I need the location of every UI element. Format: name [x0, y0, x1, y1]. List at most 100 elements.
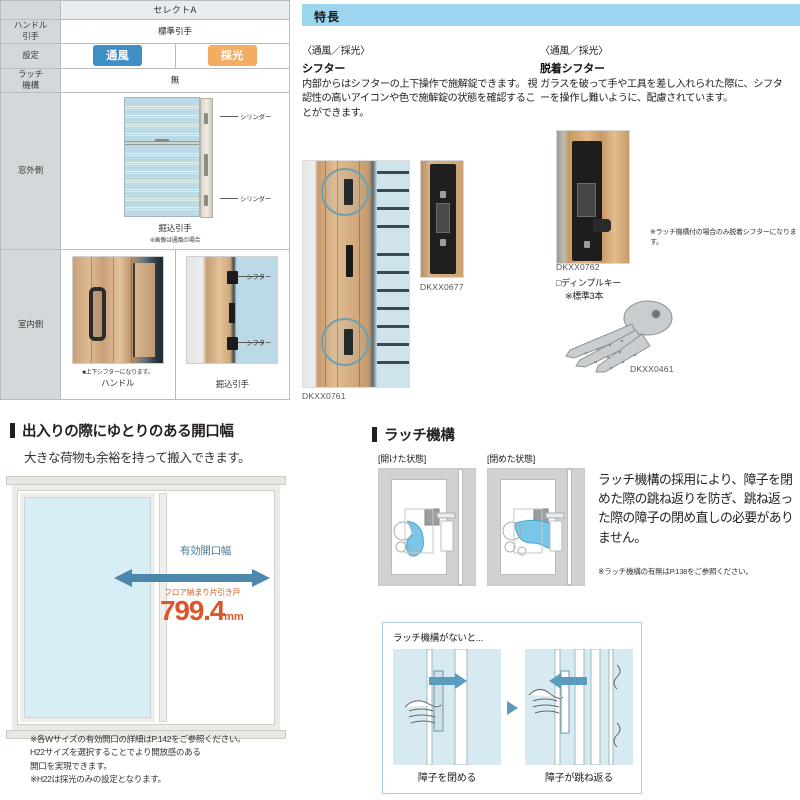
outside-photo-wrap: シリンダー シリンダー 掘込引手 ※画像は通風の場合	[61, 93, 289, 250]
part-number-detachable: DKXX0762	[556, 262, 600, 272]
feature-body-right: ガラスを破って手や工具を差し入れられた際に、シフターを操作し難いように、配慮され…	[540, 79, 783, 105]
part-number-door: DKXX0761	[302, 391, 346, 401]
callout-shifter-lower: シフター	[246, 340, 272, 348]
row-label-outside: 窓外側	[0, 91, 61, 251]
table-row-setting: 設定 通風 採光	[0, 42, 290, 69]
part-number-lock: DKXX0677	[420, 282, 464, 292]
door-lintel	[6, 476, 286, 485]
shifter-window	[577, 183, 596, 217]
inset-pull-slot	[229, 303, 236, 324]
dimension-arrow-icon	[114, 569, 270, 587]
latch-section-heading: ラッチ機構	[372, 424, 455, 445]
door-sill	[6, 730, 286, 739]
latch-figure-closed	[487, 468, 585, 586]
dimple-key-label-l2: ※標準3本	[565, 290, 604, 301]
latch-note: ※ラッチ機構の有無はP.138をご参照ください。	[598, 567, 753, 576]
inside-handle-note: ■上下シフターになります。	[82, 370, 154, 377]
latch-absent-step2-caption: 障子が跳ね返る	[545, 773, 613, 784]
highlight-circle-upper	[321, 168, 369, 216]
badge-light: 採光	[207, 45, 257, 67]
inset-pull-photo	[186, 256, 279, 365]
pull-handle-icon	[88, 287, 106, 342]
outside-photo: シリンダー シリンダー	[124, 96, 271, 219]
outside-caption: 掘込引手	[158, 222, 192, 233]
dimension-kicker: フロア納まり片引き戸	[164, 588, 240, 597]
opening-section-heading: 出入りの際にゆとりのある開口幅	[10, 420, 234, 441]
latch-absent-title: ラッチ機構がないと...	[393, 633, 483, 644]
next-step-arrow-icon	[507, 701, 518, 715]
latch-absent-step1-panel	[393, 649, 501, 765]
dimension-value: 799.4	[160, 595, 225, 626]
door-glass-panel	[20, 493, 155, 722]
dimple-key-icon	[565, 300, 673, 373]
lock-open-icon	[440, 239, 446, 246]
lock-open-icon	[584, 241, 590, 248]
cylinder-upper	[204, 112, 208, 124]
table-row-header: セレクトA	[0, 0, 290, 20]
shifter-window	[436, 203, 450, 233]
badge-cell-vent: 通風	[61, 43, 176, 68]
row-label-handle: ハンドル 引手	[0, 18, 61, 44]
badge-vent: 通風	[93, 45, 143, 67]
louver-door-image	[124, 96, 213, 218]
window-sash	[132, 263, 155, 358]
latch-absent-step2-panel	[525, 649, 633, 765]
part-number-key: DKXX0461	[630, 364, 674, 374]
callout-cylinder-lower: シリンダー	[240, 195, 272, 203]
latch-body-text: ラッチ機構の採用により、障子を閉めた際の跳ね返りを防ぎ、跳ね返った際の障子の閉め…	[598, 472, 794, 545]
table-row-outside: 窓外側	[0, 91, 290, 251]
row-label-latch-l2: 機構	[22, 80, 39, 91]
detachable-shifter-photo	[556, 130, 630, 264]
latch-state-open-label: [開けた状態]	[378, 454, 426, 464]
dimple-key-label: □ディンプルキー ※標準3本	[556, 277, 621, 302]
row-label-inside: 室内側	[0, 249, 61, 400]
table-row-handle: ハンドル 引手 標準引手	[0, 18, 290, 44]
shifter-upper-icon	[227, 271, 239, 285]
cylinder-lower	[204, 194, 208, 206]
dimple-key-label-l1: □ディンプルキー	[556, 278, 622, 288]
row-value-inside: ■上下シフターになります。 ハンドル	[60, 249, 290, 400]
opening-footnotes: ※各Wサイズの有効開口の詳細はP.142をご参照ください。 H22サイズを選択す…	[30, 733, 300, 786]
feature-body-left: 内部からはシフターの上下操作で施解錠できます。 視認性の高いアイコンや色で施解錠…	[302, 79, 538, 119]
latch-figure-open	[378, 468, 476, 586]
door-frame	[200, 97, 213, 218]
opening-section-title: 出入りの際にゆとりのある開口幅	[22, 424, 234, 440]
inside-inset-caption: 掘込引手	[215, 379, 249, 390]
row-label-latch-l1: ラッチ	[18, 69, 43, 80]
section-marker-icon	[10, 423, 15, 438]
table-row-latch: ラッチ 機構 無	[0, 67, 290, 93]
callout-shifter-upper: シフター	[246, 274, 272, 282]
table-corner-cell	[0, 0, 61, 20]
spec-table: セレクトA ハンドル 引手 標準引手 設定 通風 採光	[0, 0, 290, 400]
row-label-handle-l1: ハンドル	[13, 20, 48, 31]
shifter-lower-icon	[227, 337, 239, 351]
badge-cell-light: 採光	[176, 44, 290, 68]
door-stile	[159, 493, 167, 722]
table-header-select-a: セレクトA	[60, 0, 290, 20]
features-header-title: 特長	[314, 10, 341, 24]
highlight-circle-lower	[321, 318, 369, 366]
effective-opening-label: 有効開口幅	[180, 545, 231, 557]
sliding-door-diagram: 有効開口幅 フロア納まり片引き戸 799.4mm	[6, 476, 286, 739]
feature-kicker-left: 〈通風／採光〉	[302, 46, 370, 57]
dimension-unit: mm	[224, 611, 244, 623]
callout-cylinder-upper: シリンダー	[240, 113, 272, 121]
row-label-latch: ラッチ 機構	[0, 67, 61, 93]
opening-section-subtitle: 大きな荷物も余裕を持って搬入できます。	[24, 451, 251, 465]
door-pull	[204, 153, 208, 176]
footnote-line: ※H22は採光のみの設定となります。	[30, 773, 166, 784]
footnote-line: ※各Wサイズの有効開口の詳細はP.142をご参照ください。	[30, 734, 246, 744]
inside-handle-caption: ハンドル	[101, 378, 135, 389]
feature-kicker-right: 〈通風／採光〉	[540, 46, 608, 57]
features-header-bar: 特長	[302, 4, 800, 26]
detachable-shifter-note: ※ラッチ機構付の場合のみ脱着シフターになります。	[650, 229, 797, 247]
feature-title-right: 脱着シフター	[540, 63, 605, 75]
row-value-setting: 通風 採光	[60, 42, 290, 69]
feature-title-left: シフター	[302, 63, 346, 75]
latch-absent-step1-caption: 障子を閉める	[417, 773, 477, 784]
handle-photo	[71, 256, 164, 365]
table-row-inside: 室内側 ■上下シフターになります。	[0, 249, 290, 400]
row-value-latch: 無	[60, 67, 290, 93]
row-value-outside: シリンダー シリンダー 掘込引手 ※画像は通風の場合	[60, 91, 290, 251]
